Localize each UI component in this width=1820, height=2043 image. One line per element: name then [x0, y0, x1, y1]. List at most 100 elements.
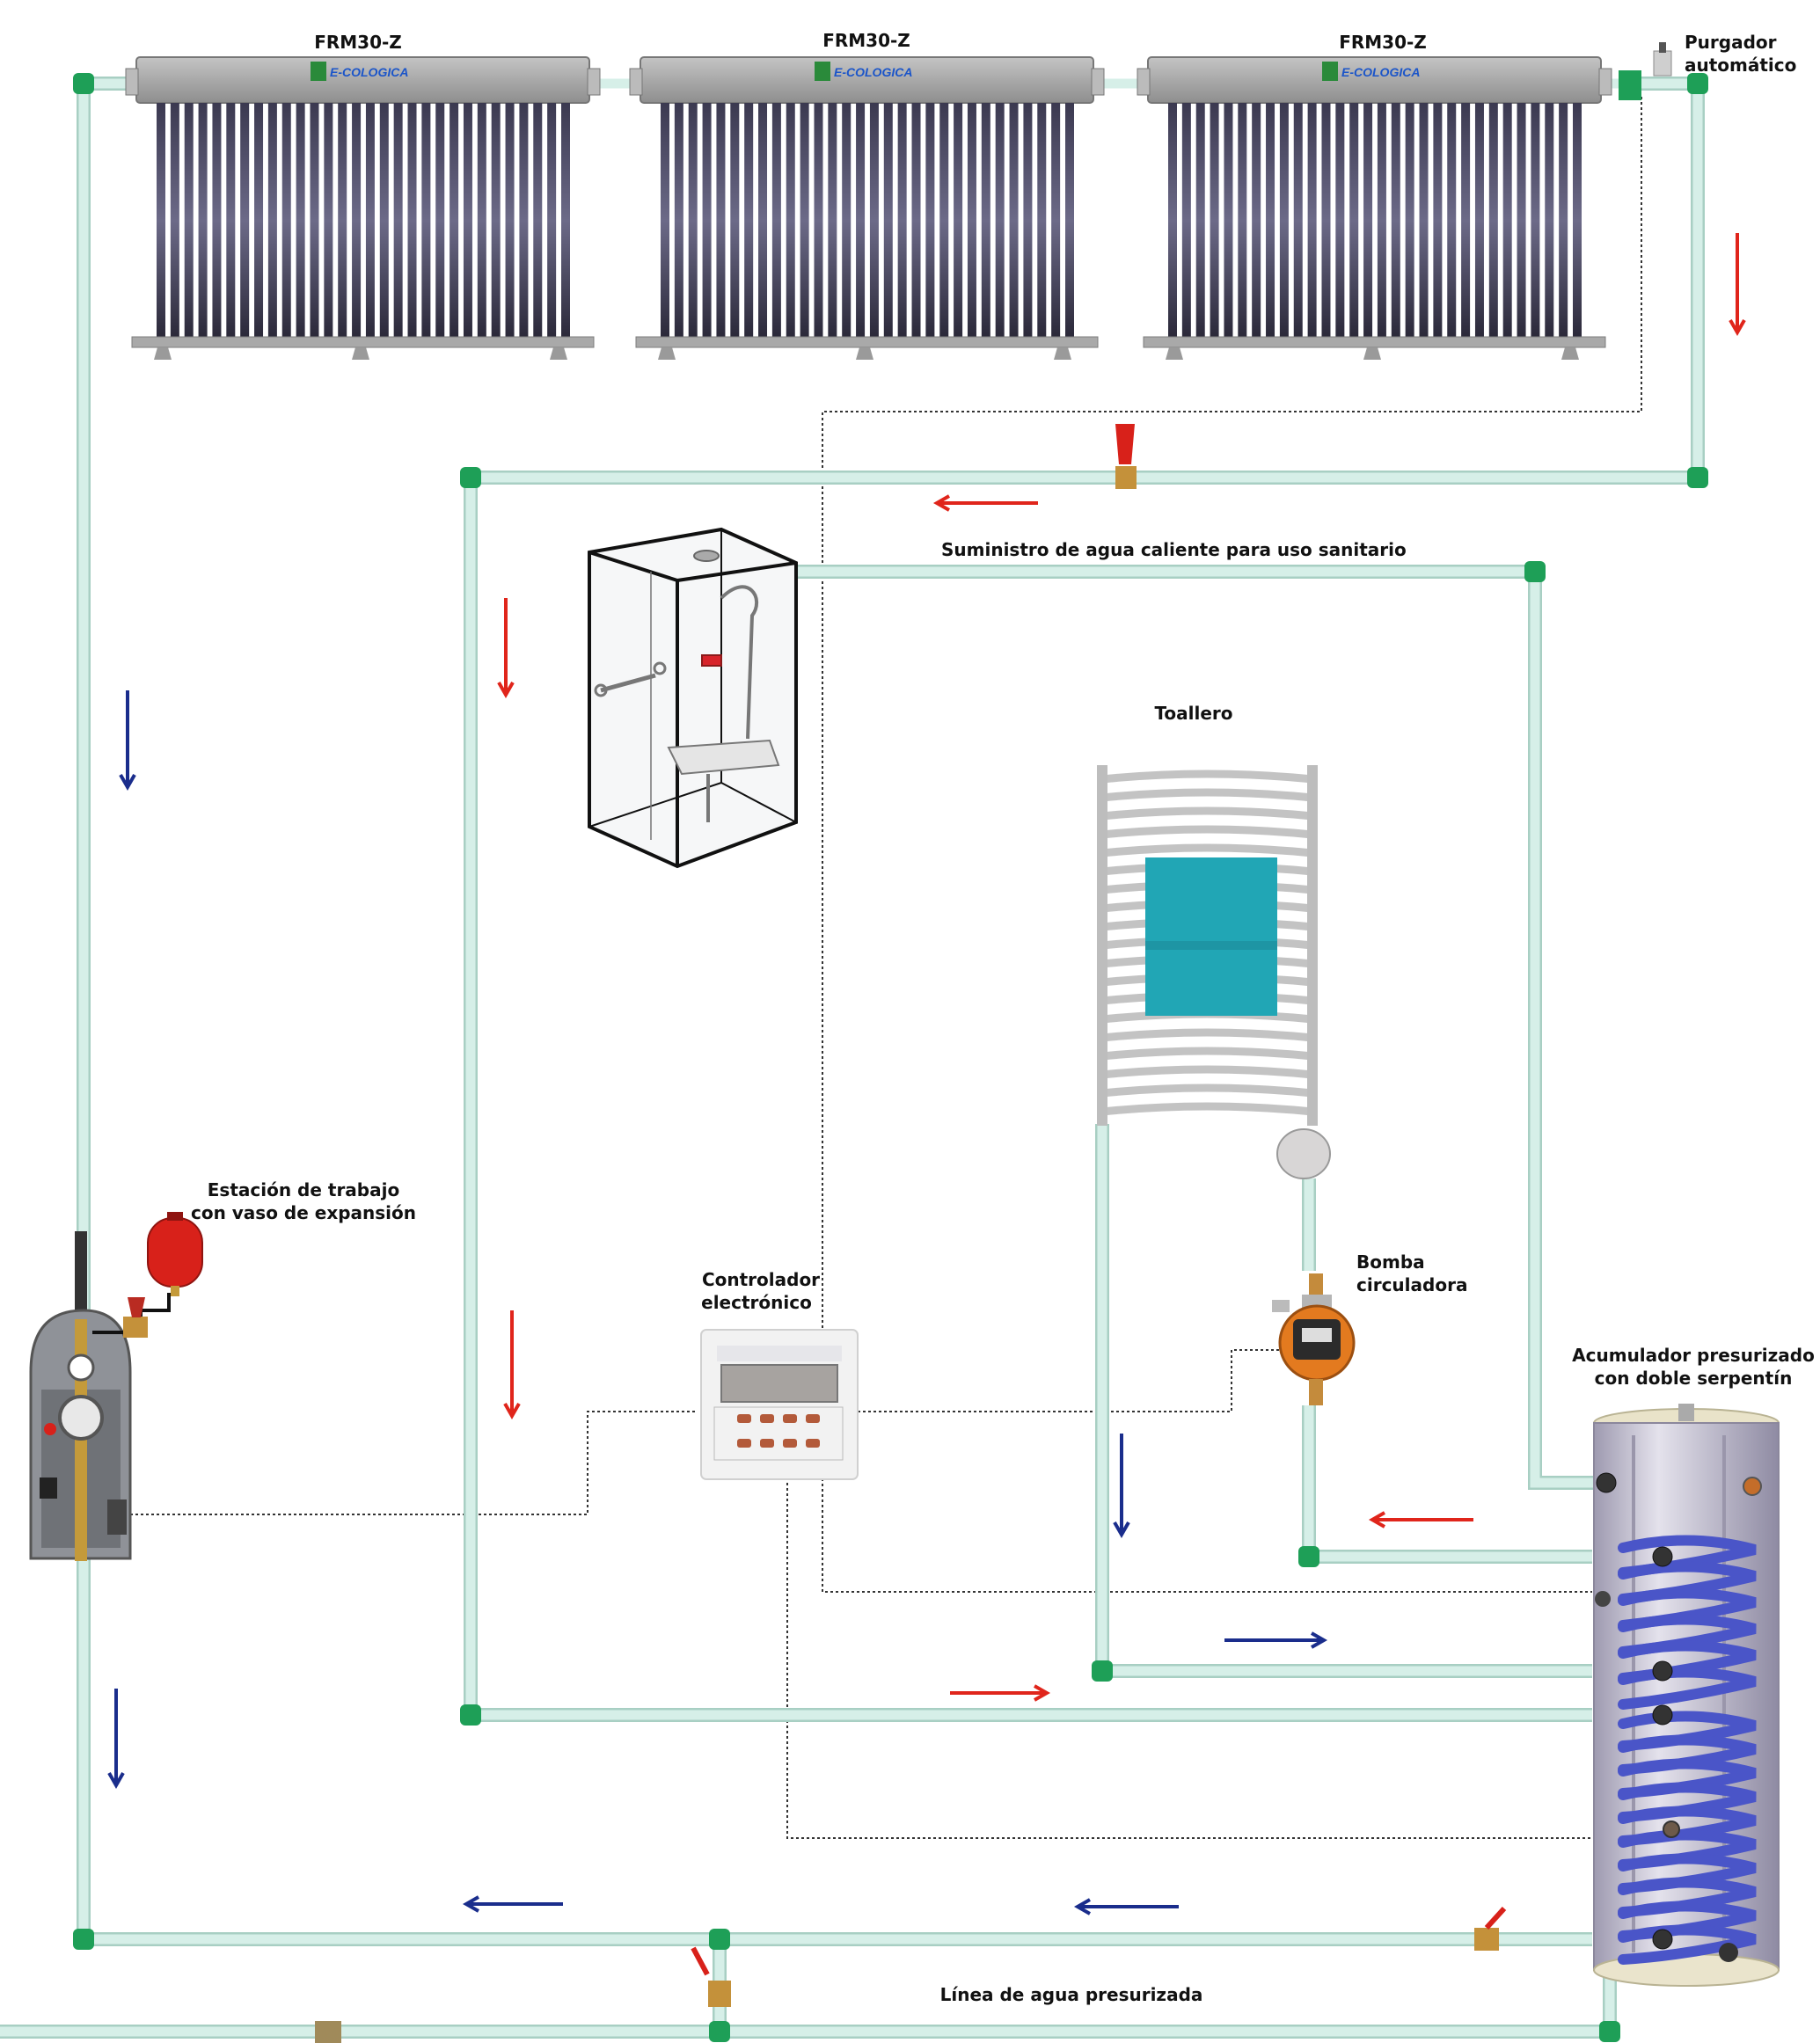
collector-label-2: FRM30-Z: [822, 30, 910, 51]
pipe-2: [465, 78, 1703, 1720]
flow-arrow-icon: [503, 1310, 521, 1420]
rail-bar: [1098, 770, 1317, 784]
collector-tube: [786, 103, 795, 339]
lower-coil: [1618, 1711, 1757, 1965]
collector-brand: E-COLOGICA: [330, 65, 408, 79]
pipe-elbow-2: [1687, 467, 1708, 488]
collector-tube: [547, 103, 557, 339]
collector-tube: [995, 103, 1005, 339]
flow-arrows: [107, 233, 1746, 1915]
collector-tube: [450, 103, 459, 339]
flow-arrow-icon: [1113, 1434, 1130, 1539]
pipe-elbow-3: [460, 467, 481, 488]
pipe-elbow-4: [460, 1704, 481, 1726]
pipe-elbow-1: [1687, 73, 1708, 94]
collectors: E-COLOGICA E-COLOGICA E-COLOGICA: [125, 56, 1612, 360]
collector-tube: [463, 103, 472, 339]
collector-tube: [1502, 103, 1512, 339]
collector-tube: [435, 103, 445, 339]
collector-tube: [477, 103, 486, 339]
collector-tube: [1349, 103, 1359, 339]
collector-tube: [771, 103, 781, 339]
collector-brand: E-COLOGICA: [834, 65, 912, 79]
flow-arrow-icon: [119, 690, 136, 792]
collector-tube: [800, 103, 809, 339]
tank-label-2: con doble serpentín: [1595, 1368, 1793, 1389]
pipe-edge-4: [1095, 1124, 1592, 1678]
controller-label-1: Controlador: [702, 1269, 820, 1290]
collector-tube: [911, 103, 921, 339]
tank-port-0: [1596, 1472, 1617, 1493]
collector-tube: [310, 103, 319, 339]
pipe-elbow-11: [709, 1929, 730, 1950]
pipe-elbow-9: [1599, 2021, 1620, 2042]
collector-tube: [491, 103, 501, 339]
collector-tube: [702, 103, 712, 339]
air-vent-tee: [1619, 70, 1641, 100]
collector-tube: [324, 103, 333, 339]
collector-tube: [1065, 103, 1074, 339]
pipe-elbow-8: [1298, 1546, 1319, 1567]
solar-collector-3: E-COLOGICA: [1137, 56, 1612, 360]
flow-arrow-icon: [1073, 1898, 1179, 1915]
ball-valve-icon: [1474, 1928, 1499, 1951]
collector-tube: [1037, 103, 1047, 339]
pressurized-line-label: Línea de agua presurizada: [940, 1984, 1203, 2005]
pump-wire: [858, 1349, 1280, 1412]
towel-rail-label: Toallero: [1154, 703, 1232, 724]
collector-tube: [1252, 103, 1261, 339]
collector-tube: [240, 103, 250, 339]
collector-tube: [407, 103, 417, 339]
collector-tube: [1405, 103, 1414, 339]
station-wire: [130, 1411, 695, 1515]
air-vent-label-1: Purgador: [1685, 32, 1777, 53]
collector-tube: [688, 103, 698, 339]
collector-tube: [212, 103, 222, 339]
pipe-elbow-6: [1524, 561, 1546, 582]
collector-tube: [1168, 103, 1177, 339]
collector-tube: [365, 103, 375, 339]
controller-label-2: electrónico: [701, 1292, 812, 1313]
collector-tube: [744, 103, 754, 339]
rail-bar: [1098, 806, 1317, 821]
expansion-vessel-icon: [147, 1212, 203, 1296]
flow-arrow-icon: [462, 1895, 563, 1913]
collector-tube: [1377, 103, 1386, 339]
collector-tube: [1419, 103, 1429, 339]
rail-bar: [1098, 843, 1317, 857]
pipe-3: [792, 566, 1599, 1488]
collector-tube: [661, 103, 669, 339]
collector-tube: [1279, 103, 1289, 339]
fittings: [73, 42, 1708, 2043]
circulation-pump-icon: [1272, 1273, 1356, 1405]
collector-tube: [883, 103, 893, 339]
rail-bar: [1098, 1065, 1317, 1079]
collector-tube: [505, 103, 515, 339]
ball-valve-handle: [1484, 1906, 1507, 1930]
collector-tube: [561, 103, 570, 339]
labels: FRM30-Z FRM30-Z FRM30-Z Purgador automát…: [191, 30, 1815, 2005]
collector-tube: [379, 103, 389, 339]
collector-tube: [184, 103, 194, 339]
collector-brand: E-COLOGICA: [1341, 65, 1420, 79]
air-vent-icon: [1653, 50, 1672, 77]
pipe-4: [1097, 1124, 1592, 1676]
pipe-elbow-7: [1092, 1660, 1113, 1682]
collector-tube: [828, 103, 837, 339]
flow-arrow-icon: [1368, 1511, 1473, 1529]
tank-port-4: [1652, 1929, 1673, 1950]
collector-tube: [1461, 103, 1471, 339]
station-label-2: con vaso de expansión: [191, 1202, 416, 1223]
collector-sensor-wire: [822, 97, 1642, 1593]
sensor-wires: [130, 97, 1642, 1839]
collector-tube: [296, 103, 305, 339]
collector-tube: [1009, 103, 1019, 339]
collector-tube: [198, 103, 208, 339]
pipe-7: [0, 1952, 1615, 2037]
pipe-elbow-0: [73, 73, 94, 94]
work-station-icon: [29, 1231, 171, 1561]
collector-tube: [758, 103, 768, 339]
pipe-elbow-5: [73, 1929, 94, 1950]
collector-tube: [1531, 103, 1540, 339]
collector-tube: [1517, 103, 1526, 339]
